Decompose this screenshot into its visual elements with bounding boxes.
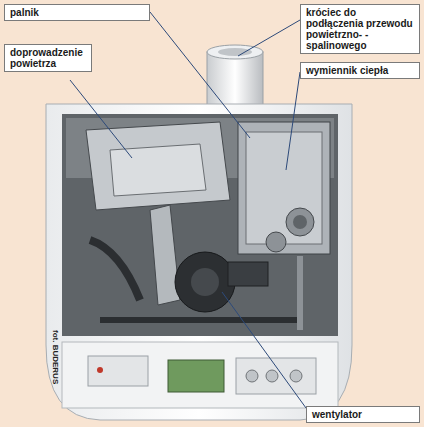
label-text: doprowadzenie powietrza — [10, 47, 86, 69]
part-label: wentylator — [306, 406, 420, 423]
label-text: króciec do podłączenia przewodu powietrz… — [306, 7, 414, 51]
label-text: wentylator — [312, 409, 414, 420]
label-text: palnik — [10, 7, 144, 18]
label-text: wymiennik ciepła — [306, 65, 414, 76]
part-label: doprowadzenie powietrza — [4, 44, 92, 72]
part-label: wymiennik ciepła — [300, 62, 420, 79]
part-label: króciec do podłączenia przewodu powietrz… — [300, 4, 420, 54]
part-label: palnik — [4, 4, 150, 21]
photo-credit: fot. BUDERUS — [51, 330, 60, 384]
